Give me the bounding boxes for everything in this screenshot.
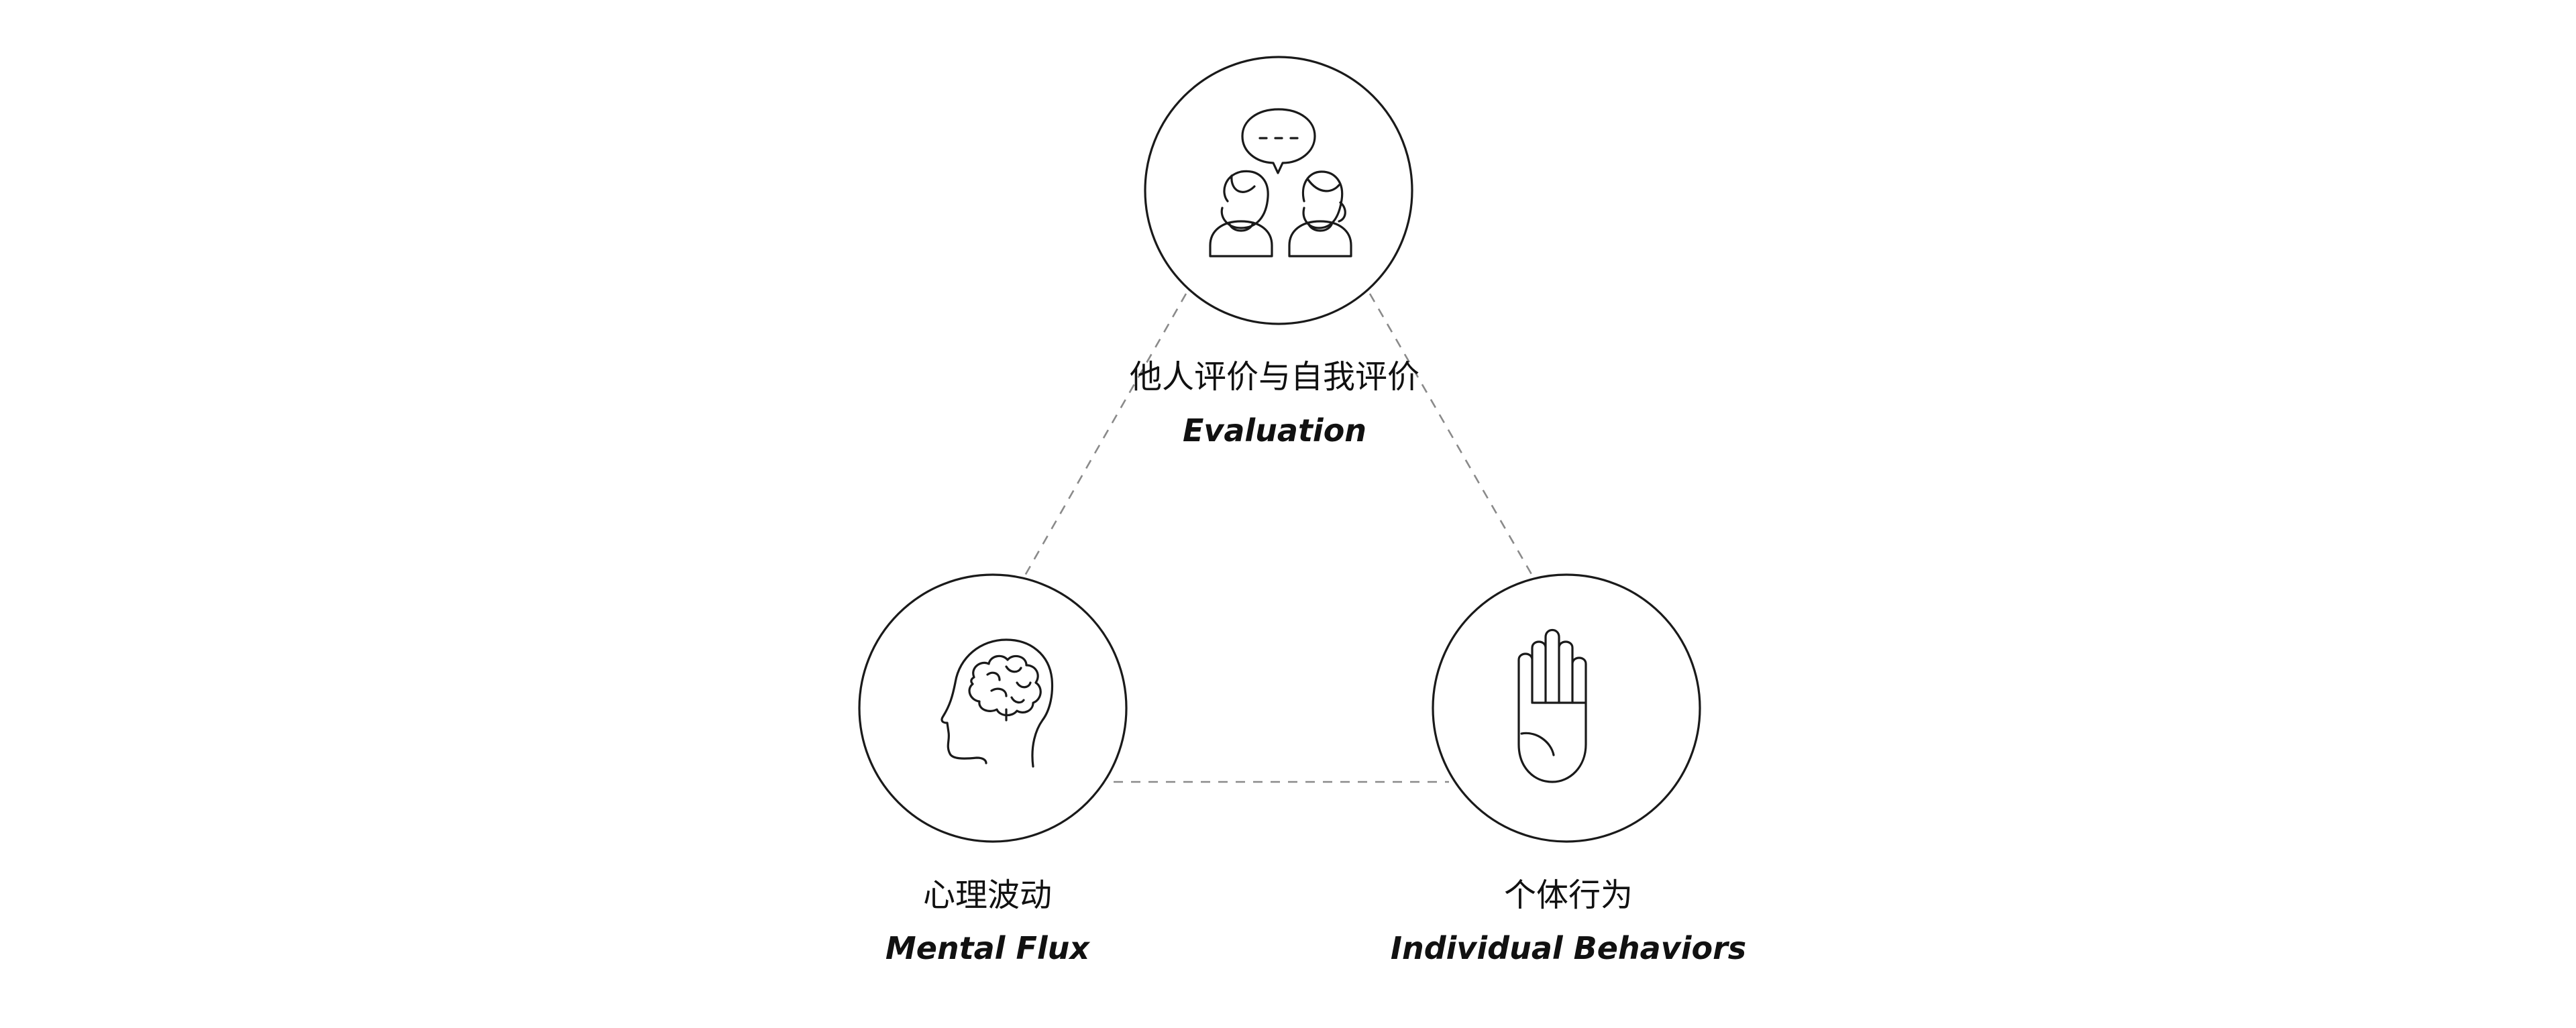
head-brain-icon	[941, 638, 1054, 768]
raised-hand-icon	[1517, 628, 1587, 783]
evaluation-label-en: Evaluation	[1183, 412, 1366, 449]
node-mental-flux-circle	[858, 573, 1128, 843]
individual-behaviors-label-en: Individual Behaviors	[1391, 930, 1746, 966]
connector-evaluation-mental-flux	[1024, 293, 1187, 576]
node-evaluation-circle	[1144, 56, 1413, 325]
node-evaluation: 他人评价与自我评价 Evaluation	[1130, 56, 1419, 449]
connector-evaluation-individual-behaviors	[1368, 293, 1534, 576]
connectors	[1024, 293, 1534, 783]
node-individual-behaviors: 个体行为 Individual Behaviors	[1391, 573, 1746, 966]
mental-flux-label-en: Mental Flux	[885, 930, 1090, 966]
individual-behaviors-label-zh: 个体行为	[1504, 876, 1633, 914]
two-people-conversation-icon	[1209, 108, 1352, 258]
evaluation-label-zh: 他人评价与自我评价	[1130, 358, 1419, 396]
node-mental-flux: 心理波动 Mental Flux	[858, 573, 1128, 966]
node-individual-behaviors-circle	[1432, 573, 1701, 843]
mental-flux-label-zh: 心理波动	[923, 876, 1052, 914]
